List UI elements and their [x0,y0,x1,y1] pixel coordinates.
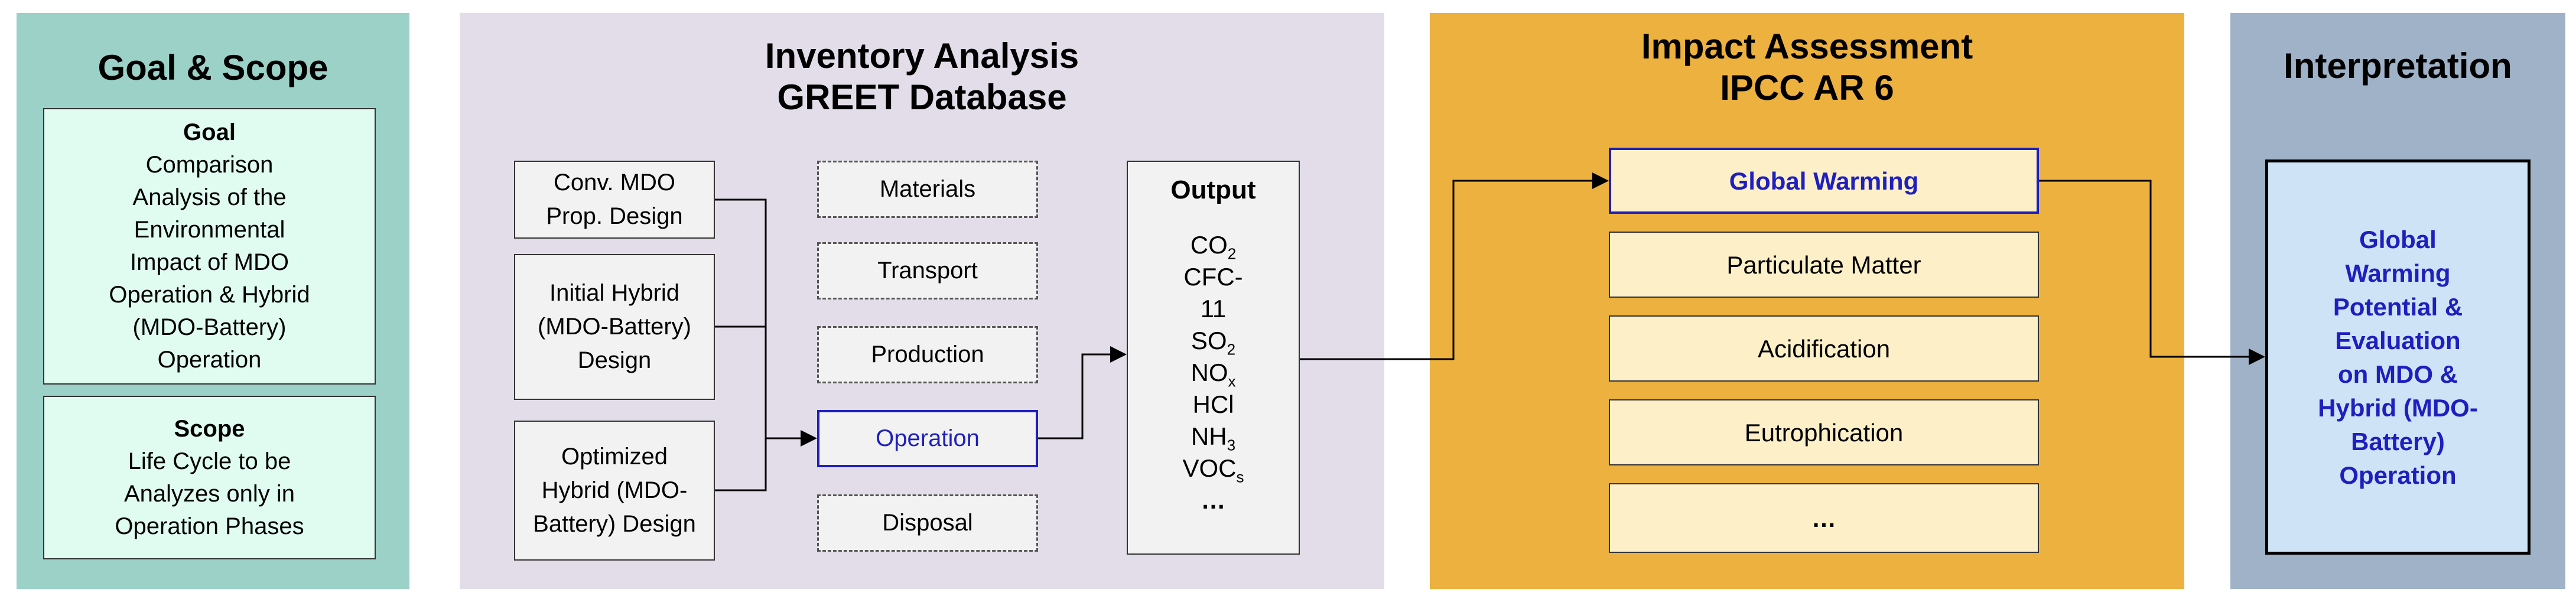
inventory-title-line1: Inventory Analysis [765,36,1079,76]
connector-conv-mdo-to-operation [715,198,767,438]
phase-box-materials: Materials [817,161,1038,218]
scope-text-line: Life Cycle to be [128,448,291,474]
impact-box-acidification: Acidification [1609,315,2039,382]
impact-label: Eutrophication [1744,418,1904,447]
phase-label: Disposal [882,510,973,536]
output-item: … [1201,486,1226,514]
design-text-line: (MDO-Battery) [538,314,691,340]
design-text-line: Battery) Design [533,511,696,537]
impact-label: Acidification [1757,334,1891,363]
impact-box-particulate-matter: Particulate Matter [1609,232,2039,298]
interpretation-box: Global Warming Potential & Evaluation on… [2265,159,2531,555]
interpretation-text-line: Global [2359,225,2437,253]
scope-text-line: Analyzes only in [123,480,295,507]
impact-box-global-warming: Global Warming [1609,148,2039,214]
arrow-output-to-global-warming [1300,180,1607,360]
output-item: 11 [1200,295,1227,323]
goal-text-line: Impact of MDO [130,249,289,275]
output-box: Output CO2 CFC- 11 SO2 NOx HCl NH3 VOCs … [1127,161,1300,555]
impact-title-line1: Impact Assessment [1641,27,1973,66]
arrowhead-interpretation [2249,349,2265,365]
interpretation-text-line: Operation [2339,461,2457,489]
output-item: CO2 [1190,231,1237,263]
phase-label: Production [871,341,984,367]
goal-scope-title: Goal & Scope [97,48,328,87]
goal-text-line: Environmental [134,217,285,243]
interpretation-title: Interpretation [2284,46,2512,86]
design-text-line: Conv. MDO [554,170,675,196]
output-item: NOx [1191,359,1236,390]
design-text-line: Hybrid (MDO- [541,477,688,503]
phase-box-production: Production [817,326,1038,383]
goal-heading: Goal [183,119,236,145]
scope-text-line: Operation Phases [115,513,304,539]
design-text-line: Initial Hybrid [549,280,680,306]
connector-optimized-hybrid-to-operation [715,438,767,491]
interpretation-text-line: Evaluation [2335,326,2461,354]
goal-text-line: Operation [157,347,262,373]
interpretation-text-line: Potential & [2333,292,2463,321]
arrowhead-operation [801,430,817,447]
goal-text-line: Analysis of the [132,184,287,210]
impact-label: Global Warming [1729,167,1919,195]
phase-label: Materials [879,176,976,202]
output-item: HCl [1192,390,1234,418]
arrow-global-warming-to-interpretation [2039,180,2263,358]
arrow-operation-to-output [1038,353,1125,439]
output-heading: Output [1170,175,1256,204]
goal-text-line: Operation & Hybrid [109,282,310,308]
inventory-title-line2: GREET Database [777,77,1067,117]
output-item: VOCs [1182,454,1244,486]
phase-label: Operation [876,425,980,451]
impact-box-eutrophication: Eutrophication [1609,399,2039,465]
phase-box-operation: Operation [817,410,1038,467]
scope-heading: Scope [174,415,245,442]
output-item: NH3 [1191,422,1236,454]
output-item: CFC- [1183,263,1243,291]
arrowhead-output [1110,346,1127,363]
impact-title-line2: IPCC AR 6 [1720,68,1894,108]
design-text-line: Prop. Design [546,203,683,229]
design-box-initial-hybrid: Initial Hybrid (MDO-Battery) Design [514,254,715,400]
goal-text-line: Comparison [145,152,274,178]
design-text-line: Design [577,347,652,373]
design-box-conv-mdo: Conv. MDO Prop. Design [514,161,715,239]
arrowhead-global-warming [1592,172,1609,189]
interpretation-text-line: Battery) [2351,427,2445,455]
goal-text-line: (MDO-Battery) [132,314,287,340]
goal-box: Goal Comparison Analysis of the Environm… [43,108,376,385]
phase-label: Transport [877,258,978,284]
interpretation-text-line: on MDO & [2338,360,2458,388]
output-item: SO2 [1191,327,1236,359]
impact-box-more: … [1609,483,2039,553]
interpretation-text-line: Hybrid (MDO- [2318,393,2478,422]
phase-box-transport: Transport [817,242,1038,299]
interpretation-text-line: Warming [2345,259,2451,287]
phase-box-disposal: Disposal [817,494,1038,552]
scope-box: Scope Life Cycle to be Analyzes only in … [43,396,376,559]
design-text-line: Optimized [561,444,668,470]
impact-label: … [1811,504,1836,532]
impact-label: Particulate Matter [1726,250,1921,279]
design-box-optimized-hybrid: Optimized Hybrid (MDO- Battery) Design [514,421,715,561]
